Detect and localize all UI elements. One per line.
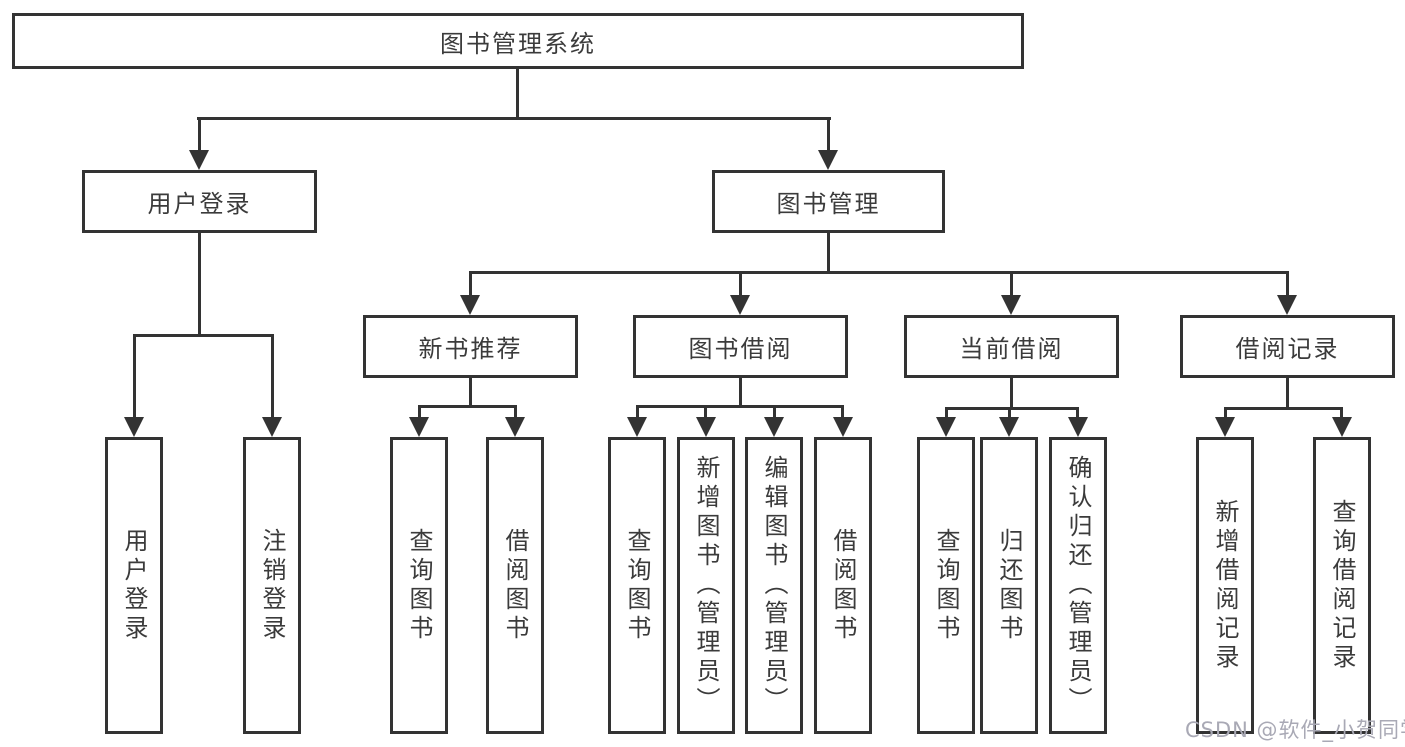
connector-leaf-stem [773,405,776,419]
connector-leaf-stem [418,405,421,419]
arrowhead-current-borrowing [1001,295,1021,315]
node-book-management-label: 图书管理 [776,190,881,218]
leaf-query-books-recommend-label: 查询图书 [405,527,433,644]
leaf-return-books-label: 归还图书 [995,527,1023,644]
connector-to-user-login [198,117,201,152]
node-borrowing-records: 借阅记录 [1180,315,1395,378]
connector-to-borrowing-records [1286,271,1289,297]
leaf-logout-label: 注销登录 [258,527,286,644]
connector-book-management-branch [469,271,1288,274]
leaf-query-books-borrowing: 查询图书 [608,437,666,734]
connector-to-current-borrowing [1010,271,1013,297]
leaf-query-books-current: 查询图书 [917,437,975,734]
connector-to-book-borrowing [739,271,742,297]
node-root-label: 图书管理系统 [440,29,596,58]
connector-new-book-stem [469,378,472,407]
arrowhead-leaf-login [124,417,144,437]
arrowhead-new-book-recommend [460,295,480,315]
connector-current-borrowing-stem [1010,378,1013,409]
leaf-query-books-borrowing-label: 查询图书 [623,527,651,644]
arrowhead-leaf [764,417,784,437]
leaf-user-login-label: 用户登录 [120,527,148,644]
arrowhead-leaf [936,417,956,437]
leaf-edit-books-admin-label: 编辑图书（管理员） [760,455,788,716]
connector-leaf-stem [1340,407,1343,419]
connector-to-leaf-login [133,334,136,419]
leaf-edit-books-admin: 编辑图书（管理员） [745,437,803,734]
arrowhead-user-login [189,150,209,170]
leaf-borrow-books-borrowing-label: 借阅图书 [829,527,857,644]
node-borrowing-records-label: 借阅记录 [1235,335,1340,363]
leaf-borrow-books-recommend: 借阅图书 [486,437,544,734]
arrowhead-leaf [1215,417,1235,437]
connector-root-branch [197,117,831,120]
node-new-book-recommend: 新书推荐 [363,315,578,378]
node-user-login-label: 用户登录 [147,190,252,218]
connector-root-stem [516,69,519,118]
leaf-confirm-return-admin: 确认归还（管理员） [1049,437,1107,734]
connector-leaf-stem [1224,407,1227,419]
leaf-add-books-admin-label: 新增图书（管理员） [692,455,720,716]
arrowhead-leaf [1332,417,1352,437]
arrowhead-book-management [818,150,838,170]
connector-leaf-stem [636,405,639,419]
leaf-add-books-admin: 新增图书（管理员） [677,437,735,734]
arrowhead-leaf [1068,417,1088,437]
leaf-user-login: 用户登录 [105,437,163,734]
leaf-query-borrow-record-label: 查询借阅记录 [1328,498,1356,673]
arrowhead-leaf [409,417,429,437]
connector-to-leaf-logout [271,334,274,419]
node-book-borrowing: 图书借阅 [633,315,848,378]
connector-to-book-management [827,117,830,152]
connector-leaf-stem [704,405,707,419]
connector-book-management-stem [827,232,830,273]
connector-book-borrowing-branch [636,405,844,408]
node-current-borrowing-label: 当前借阅 [959,335,1064,363]
leaf-query-books-recommend: 查询图书 [390,437,448,734]
connector-new-book-branch [418,405,517,408]
node-current-borrowing: 当前借阅 [904,315,1119,378]
connector-leaf-stem [945,407,948,419]
arrowhead-book-borrowing [730,295,750,315]
leaf-confirm-return-admin-label: 确认归还（管理员） [1064,455,1092,716]
leaf-return-books: 归还图书 [980,437,1038,734]
connector-leaf-stem [1008,407,1011,419]
leaf-query-borrow-record: 查询借阅记录 [1313,437,1371,734]
connector-leaf-stem [514,405,517,419]
connector-to-new-book-recommend [469,271,472,297]
connector-book-borrowing-stem [739,378,742,407]
csdn-watermark: CSDN @软件_小贺同学 [1185,718,1405,742]
arrowhead-borrowing-records [1277,295,1297,315]
arrowhead-leaf [505,417,525,437]
arrowhead-leaf [696,417,716,437]
node-book-management: 图书管理 [712,170,945,233]
leaf-borrow-books-borrowing: 借阅图书 [814,437,872,734]
connector-leaf-stem [1076,407,1079,419]
connector-user-login-stem [198,233,201,336]
arrowhead-leaf-logout [262,417,282,437]
leaf-add-borrow-record: 新增借阅记录 [1196,437,1254,734]
connector-user-login-branch [133,334,274,337]
connector-borrowing-records-stem [1286,378,1289,409]
leaf-logout: 注销登录 [243,437,301,734]
arrowhead-leaf [627,417,647,437]
node-user-login: 用户登录 [82,170,317,233]
arrowhead-leaf [833,417,853,437]
leaf-add-borrow-record-label: 新增借阅记录 [1211,498,1239,673]
connector-leaf-stem [841,405,844,419]
leaf-query-books-current-label: 查询图书 [932,527,960,644]
node-root: 图书管理系统 [12,13,1024,69]
node-book-borrowing-label: 图书借阅 [688,335,793,363]
connector-current-borrowing-branch [945,407,1079,410]
node-new-book-recommend-label: 新书推荐 [418,335,523,363]
connector-borrowing-records-branch [1224,407,1343,410]
arrowhead-leaf [999,417,1019,437]
leaf-borrow-books-recommend-label: 借阅图书 [501,527,529,644]
